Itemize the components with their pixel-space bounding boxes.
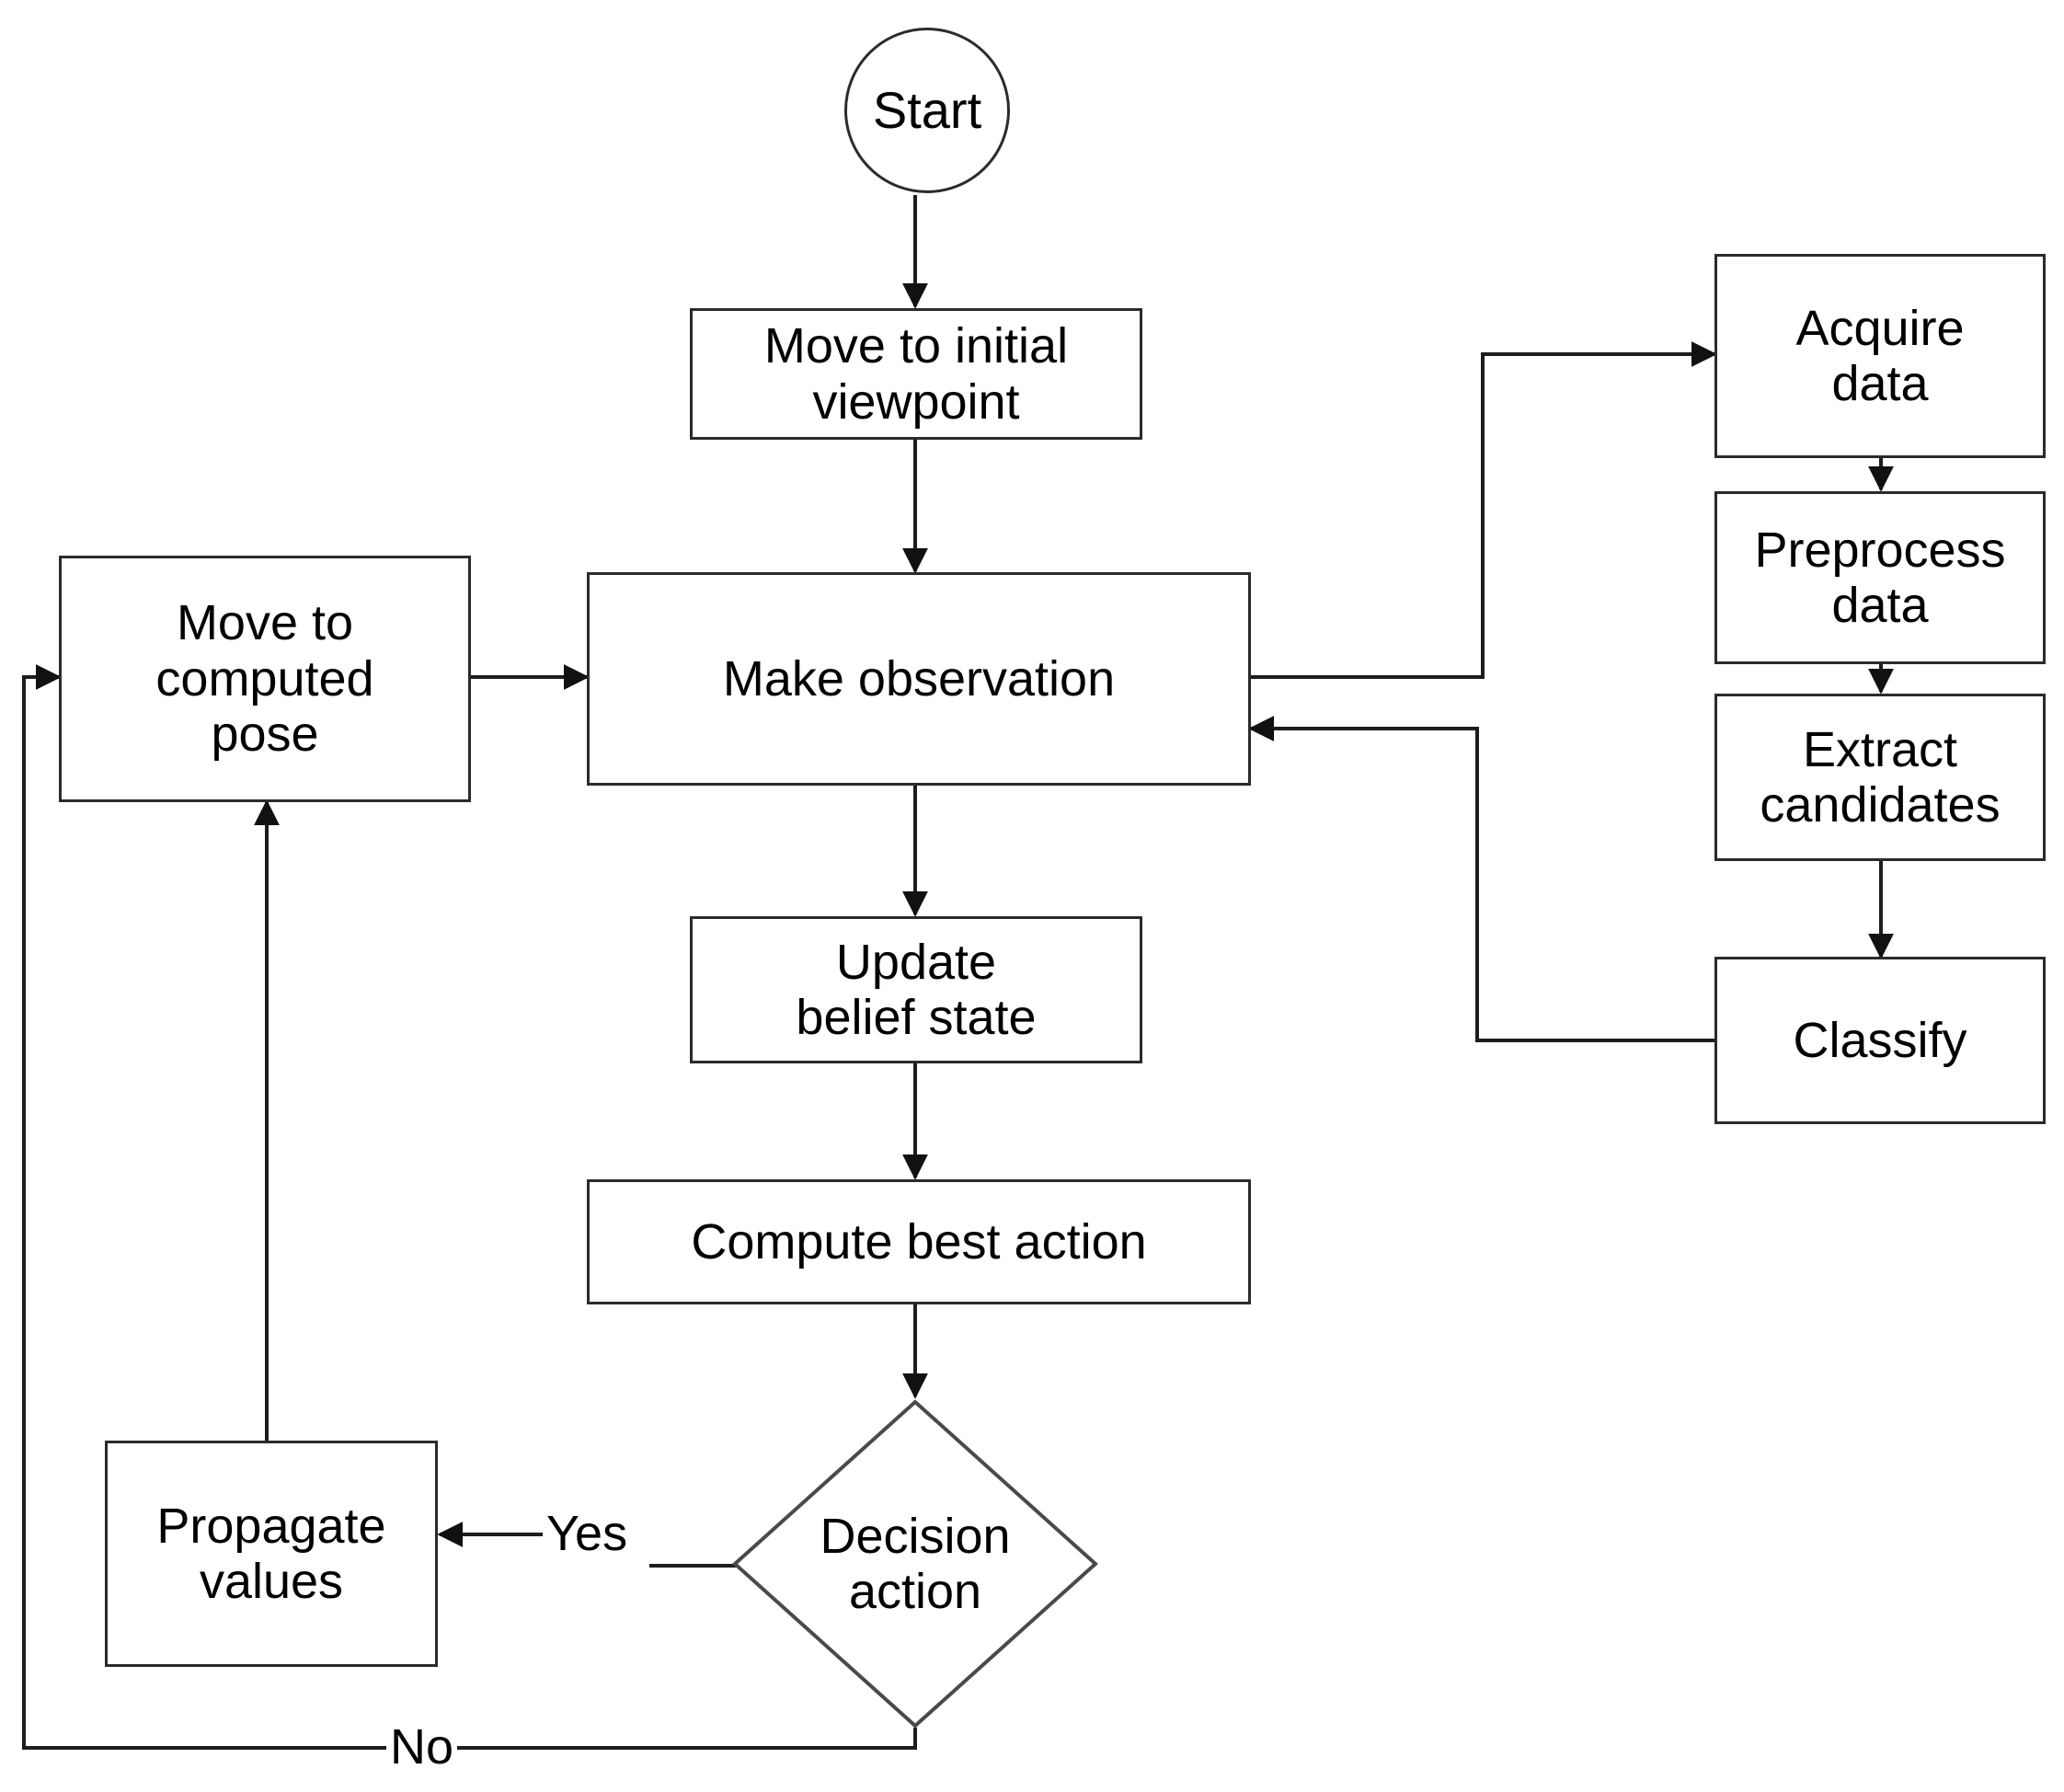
node-start[interactable]: Start xyxy=(844,28,1010,193)
node-update-belief-state-label: Update belief state xyxy=(796,934,1037,1045)
node-start-label: Start xyxy=(872,80,982,139)
node-preprocess-data[interactable]: Preprocess data xyxy=(1714,491,2046,664)
node-classify[interactable]: Classify xyxy=(1714,957,2046,1124)
node-move-to-computed-pose[interactable]: Move to computed pose xyxy=(59,556,471,802)
node-move-to-initial-viewpoint-label: Move to initial viewpoint xyxy=(763,318,1069,430)
edge-label-no: No xyxy=(386,1722,458,1772)
node-acquire-data-label: Acquire data xyxy=(1795,300,1965,411)
node-decision-action-label: Decision action xyxy=(820,1508,1011,1619)
node-move-to-initial-viewpoint[interactable]: Move to initial viewpoint xyxy=(690,308,1142,440)
node-classify-label: Classify xyxy=(1793,1012,1967,1068)
edge-classify-to-make-observation xyxy=(1248,716,1714,1042)
node-compute-best-action[interactable]: Compute best action xyxy=(587,1179,1251,1304)
edge-label-yes: Yes xyxy=(543,1509,632,1558)
node-decision-action[interactable]: Decision action xyxy=(731,1398,1099,1729)
edge-decision-no-to-move-computed xyxy=(22,664,917,1750)
node-move-to-computed-pose-label: Move to computed pose xyxy=(155,595,374,763)
node-preprocess-data-label: Preprocess data xyxy=(1754,522,2006,633)
node-make-observation[interactable]: Make observation xyxy=(587,572,1251,786)
node-propagate-values-label: Propagate values xyxy=(156,1498,386,1609)
node-propagate-values[interactable]: Propagate values xyxy=(105,1441,438,1667)
node-make-observation-label: Make observation xyxy=(722,650,1116,706)
node-extract-candidates-label: Extract candidates xyxy=(1760,721,2001,833)
node-compute-best-action-label: Compute best action xyxy=(691,1213,1147,1269)
node-acquire-data[interactable]: Acquire data xyxy=(1714,254,2046,458)
node-extract-candidates[interactable]: Extract candidates xyxy=(1714,694,2046,861)
node-update-belief-state[interactable]: Update belief state xyxy=(690,916,1142,1063)
diamond-outline-icon xyxy=(732,1399,1098,1729)
edge-make-observation-to-acquire xyxy=(1248,341,1717,679)
